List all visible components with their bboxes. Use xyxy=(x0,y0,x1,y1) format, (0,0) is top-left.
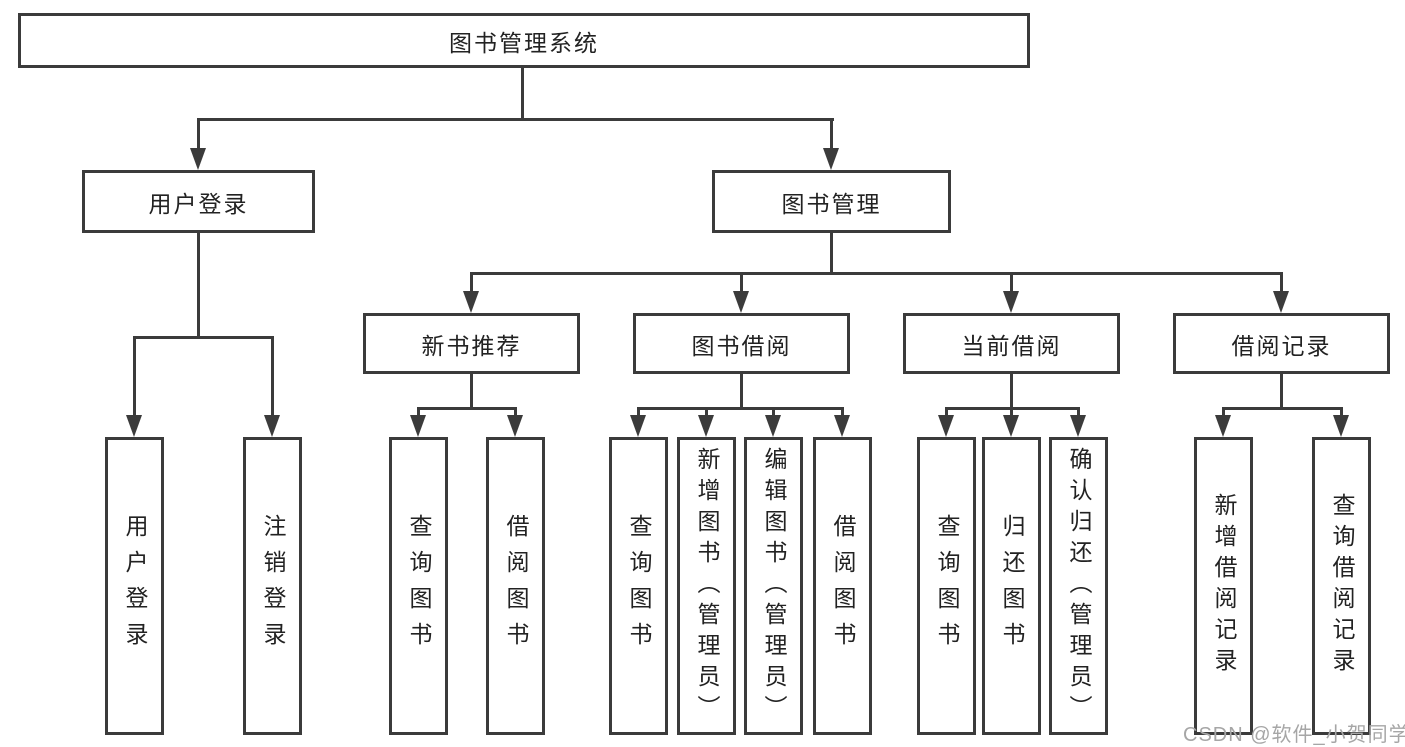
node-new-book-recommend: 新书推荐 xyxy=(363,313,580,374)
node-label: 用户登录 xyxy=(148,190,249,217)
leaf-label: 查询借阅记录 xyxy=(1329,493,1355,679)
arrow-down-icon xyxy=(1070,415,1086,437)
arrow-down-icon xyxy=(463,291,479,313)
arrow-down-icon xyxy=(834,415,850,437)
connector-root-rail xyxy=(197,118,834,121)
connector-leaf-stem xyxy=(1222,407,1225,419)
node-borrow-records: 借阅记录 xyxy=(1173,313,1390,374)
leaf-label: 新增图书（管理员） xyxy=(694,446,720,726)
connector-user-login-stem xyxy=(197,118,200,154)
node-book-borrow: 图书借阅 xyxy=(633,313,850,374)
leaf-logout: 注销登录 xyxy=(243,437,302,735)
leaf-label: 用户登录 xyxy=(122,514,148,658)
leaf-borrow-books: 借阅图书 xyxy=(813,437,872,735)
leaf-label: 借阅图书 xyxy=(503,514,529,658)
connector-book-mgmt-down xyxy=(830,233,833,272)
connector-leaf-stem xyxy=(705,407,708,419)
node-user-login: 用户登录 xyxy=(82,170,315,233)
connector-user-login-rail xyxy=(133,336,274,339)
node-label: 图书借阅 xyxy=(691,332,792,359)
leaf-confirm-return-admin: 确认归还（管理员） xyxy=(1049,437,1108,735)
arrow-down-icon xyxy=(190,148,206,170)
leaf-label: 编辑图书（管理员） xyxy=(761,446,787,726)
connector-book-mgmt-stem xyxy=(830,118,833,154)
connector-leaf-stem xyxy=(945,407,948,419)
leaf-edit-book-admin: 编辑图书（管理员） xyxy=(744,437,803,735)
node-current-borrow: 当前借阅 xyxy=(903,313,1120,374)
leaf-return-book: 归还图书 xyxy=(982,437,1041,735)
connector-leaf-stem xyxy=(133,336,136,421)
connector-leaf-stem xyxy=(637,407,640,419)
leaf-add-book-admin: 新增图书（管理员） xyxy=(677,437,736,735)
leaf-query-books-recommend: 查询图书 xyxy=(389,437,448,735)
leaf-label: 查询图书 xyxy=(626,514,652,658)
arrow-down-icon xyxy=(507,415,523,437)
leaf-label: 注销登录 xyxy=(260,514,286,658)
connector-leaf-stem xyxy=(514,407,517,419)
leaf-label: 确认归还（管理员） xyxy=(1066,446,1092,726)
leaf-borrow-books-recommend: 借阅图书 xyxy=(486,437,545,735)
leaf-label: 查询图书 xyxy=(406,514,432,658)
leaf-query-borrow-record: 查询借阅记录 xyxy=(1312,437,1371,735)
connector-group-stem xyxy=(470,272,473,297)
connector-leaf-stem xyxy=(1077,407,1080,419)
connector-group-rail xyxy=(1222,407,1343,410)
connector-group-rail xyxy=(417,407,517,410)
arrow-down-icon xyxy=(823,148,839,170)
connector-leaf-stem xyxy=(417,407,420,419)
arrow-down-icon xyxy=(698,415,714,437)
arrow-down-icon xyxy=(1333,415,1349,437)
arrow-down-icon xyxy=(938,415,954,437)
leaf-label: 借阅图书 xyxy=(830,514,856,658)
arrow-down-icon xyxy=(126,415,142,437)
arrow-down-icon xyxy=(410,415,426,437)
connector-group-down xyxy=(740,374,743,407)
connector-group-down xyxy=(1010,374,1013,407)
arrow-down-icon xyxy=(1003,291,1019,313)
node-book-management: 图书管理 xyxy=(712,170,951,233)
connector-group-down xyxy=(470,374,473,407)
connector-group-rail xyxy=(637,407,844,410)
node-label: 图书管理 xyxy=(781,190,882,217)
arrow-down-icon xyxy=(1003,415,1019,437)
arrow-down-icon xyxy=(630,415,646,437)
leaf-label: 新增借阅记录 xyxy=(1211,493,1237,679)
csdn-watermark: CSDN @软件_小贺同学 xyxy=(1183,724,1405,746)
connector-leaf-stem xyxy=(271,336,274,421)
node-label: 图书管理系统 xyxy=(449,29,599,56)
connector-leaf-stem xyxy=(1010,407,1013,419)
connector-group-stem xyxy=(1010,272,1013,297)
node-label: 借阅记录 xyxy=(1231,332,1332,359)
connector-leaf-stem xyxy=(1340,407,1343,419)
arrow-down-icon xyxy=(264,415,280,437)
connector-user-login-down xyxy=(197,233,200,336)
connector-leaf-stem xyxy=(841,407,844,419)
arrow-down-icon xyxy=(733,291,749,313)
connector-leaf-stem xyxy=(772,407,775,419)
connector-root-stem xyxy=(521,68,524,118)
node-label: 新书推荐 xyxy=(421,332,522,359)
node-label: 当前借阅 xyxy=(961,332,1062,359)
node-book-management-system: 图书管理系统 xyxy=(18,13,1030,68)
arrow-down-icon xyxy=(1215,415,1231,437)
arrow-down-icon xyxy=(1273,291,1289,313)
connector-group-stem xyxy=(740,272,743,297)
leaf-user-login: 用户登录 xyxy=(105,437,164,735)
leaf-query-books-current: 查询图书 xyxy=(917,437,976,735)
connector-book-mgmt-rail xyxy=(470,272,1283,275)
arrow-down-icon xyxy=(765,415,781,437)
connector-group-stem xyxy=(1280,272,1283,297)
leaf-label: 查询图书 xyxy=(934,514,960,658)
leaf-add-borrow-record: 新增借阅记录 xyxy=(1194,437,1253,735)
leaf-query-books-borrow: 查询图书 xyxy=(609,437,668,735)
connector-group-down xyxy=(1280,374,1283,407)
leaf-label: 归还图书 xyxy=(999,514,1025,658)
